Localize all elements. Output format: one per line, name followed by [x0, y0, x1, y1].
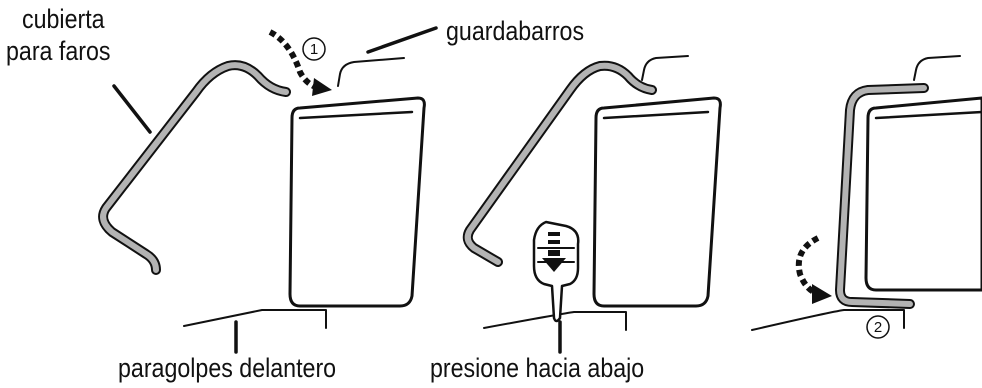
press-down-label: presione hacia abajo [430, 353, 644, 383]
panel-1-position-cover: 1 [98, 26, 438, 354]
dashed-arrow-step-2 [795, 235, 832, 304]
cover-label-line-1: cubierta [22, 4, 105, 34]
headlight-cover [835, 83, 929, 309]
headlight-glass [864, 96, 982, 292]
fender-label: guardabarros [446, 16, 584, 46]
headlight-glass [592, 96, 722, 308]
svg-text:1: 1 [310, 41, 318, 58]
headlight-glass [288, 96, 426, 308]
headlight-cover [462, 60, 657, 267]
fender-leader-line [366, 26, 438, 54]
front-bumper [751, 309, 905, 331]
fender [641, 55, 689, 81]
front-bumper [183, 309, 327, 329]
pressing-hand-icon [532, 220, 580, 323]
headlight-cover [98, 60, 291, 275]
svg-text:2: 2 [874, 319, 882, 336]
bumper-label: paragolpes delantero [118, 353, 336, 383]
fender [913, 55, 961, 81]
panel-2-press-down [462, 55, 722, 354]
cover-leader-line [112, 84, 152, 134]
panel-3-installed: 2 [751, 55, 982, 339]
dashed-arrow-step-1 [268, 29, 332, 96]
step-2-marker: 2 [866, 315, 890, 339]
step-1-marker: 1 [302, 37, 326, 61]
cover-label-line-2: para faros [6, 36, 111, 66]
fender [337, 57, 405, 87]
